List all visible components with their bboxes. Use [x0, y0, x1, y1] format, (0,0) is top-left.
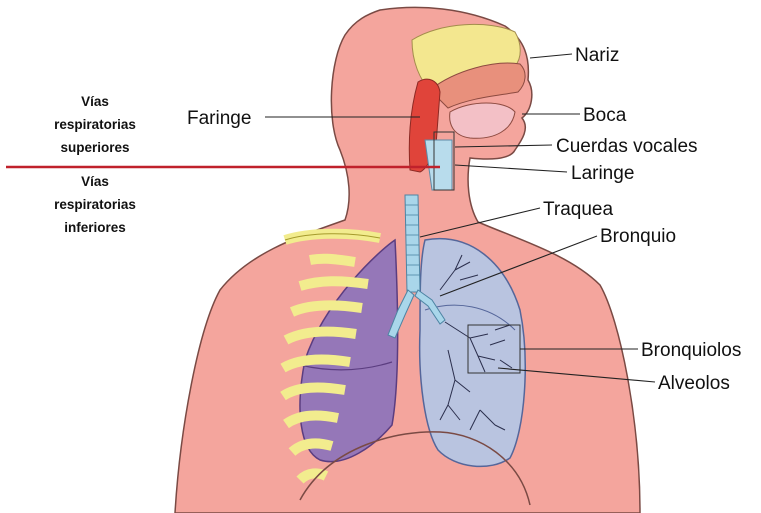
trachea — [405, 195, 420, 292]
upper-airways-line-2: respiratorias — [54, 117, 136, 132]
label-traquea: Traquea — [543, 199, 613, 220]
upper-airways-label: Vías respiratorias superiores — [54, 94, 136, 155]
upper-airways-line-3: superiores — [60, 140, 129, 155]
label-alveolos: Alveolos — [658, 373, 730, 394]
label-nariz: Nariz — [575, 45, 619, 66]
leader-laringe — [455, 165, 567, 172]
label-bronquio: Bronquio — [600, 226, 676, 247]
label-cuerdas-vocales: Cuerdas vocales — [556, 136, 698, 157]
lower-airways-label: Vías respiratorias inferiores — [54, 174, 136, 235]
label-faringe: Faringe — [187, 108, 251, 129]
lower-airways-line-3: inferiores — [64, 220, 126, 235]
label-boca: Boca — [583, 105, 627, 126]
label-laringe: Laringe — [571, 163, 634, 184]
leader-nariz — [530, 54, 572, 58]
lower-airways-line-1: Vías — [81, 174, 109, 189]
label-bronquiolos: Bronquiolos — [641, 340, 741, 361]
lower-airways-line-2: respiratorias — [54, 197, 136, 212]
upper-airways-line-1: Vías — [81, 94, 109, 109]
